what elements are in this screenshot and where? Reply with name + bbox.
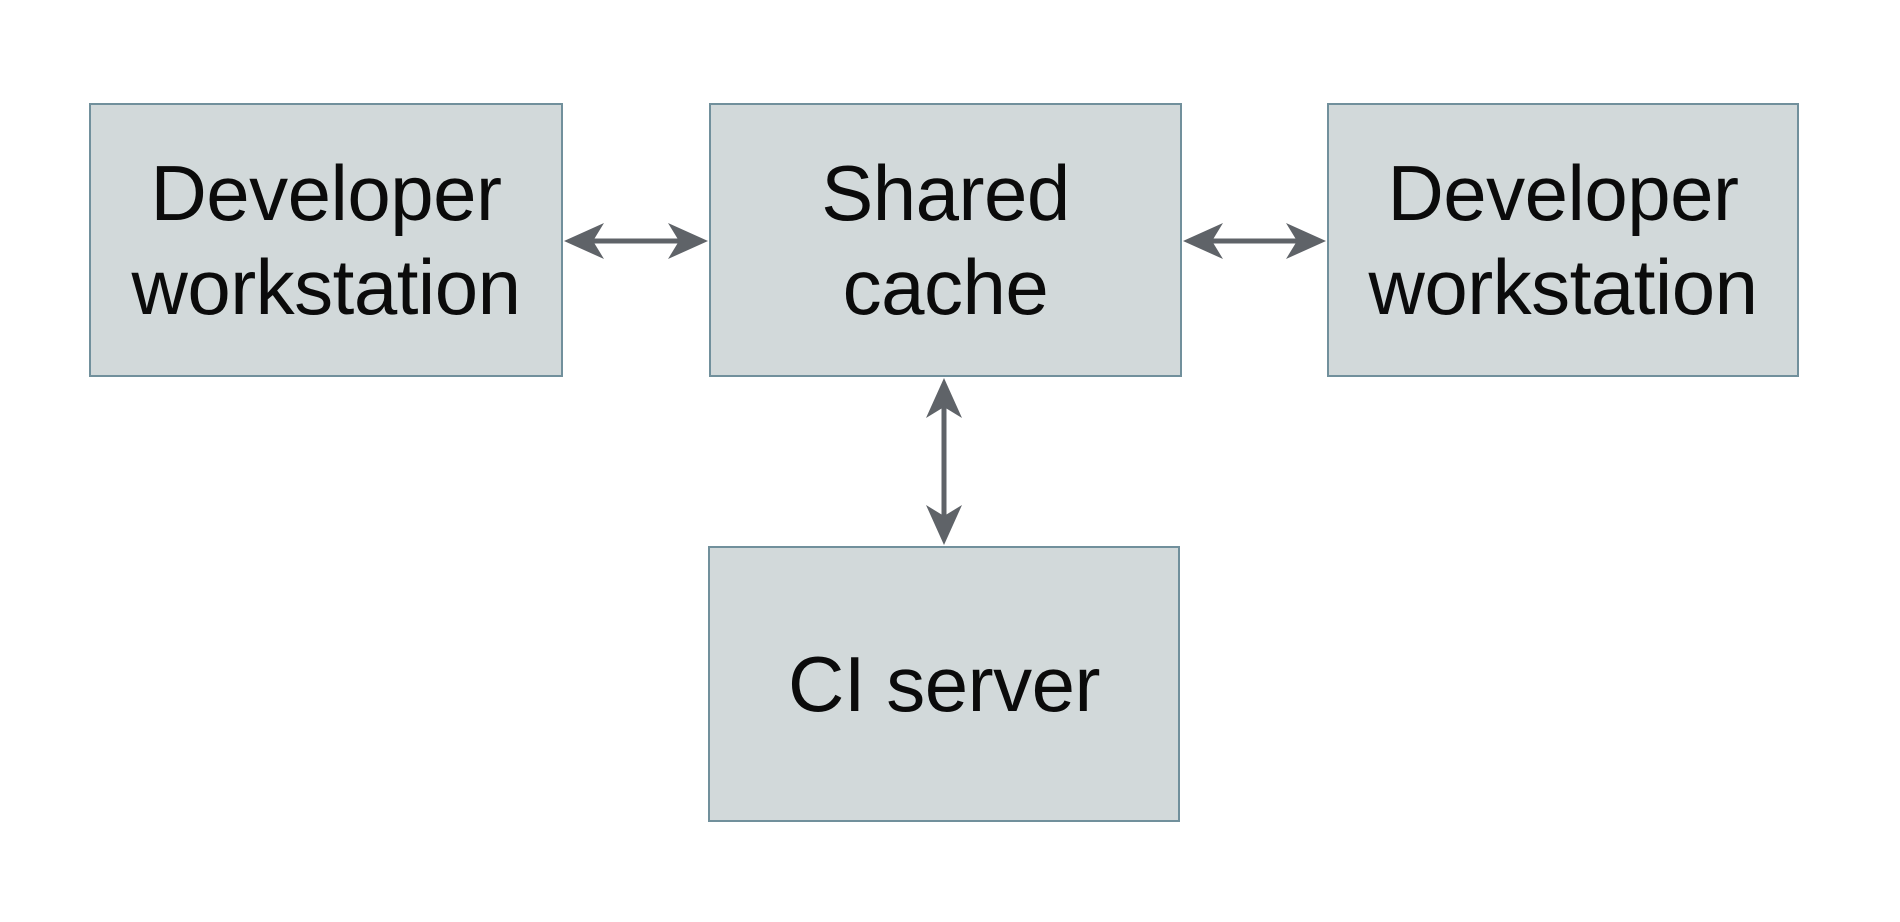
node-label-line: Shared bbox=[821, 149, 1070, 237]
node-label-line: Developer bbox=[150, 149, 502, 237]
node-label-line: workstation bbox=[1368, 243, 1759, 331]
bidirectional-arrow-left-icon bbox=[564, 223, 708, 259]
node-label-line: workstation bbox=[131, 243, 522, 331]
node-label-line: Developer bbox=[1387, 149, 1739, 237]
node-shared-cache: Shared cache bbox=[709, 103, 1182, 377]
node-label-line: CI server bbox=[788, 640, 1100, 728]
node-developer-workstation-left: Developer workstation bbox=[89, 103, 563, 377]
node-developer-workstation-right: Developer workstation bbox=[1327, 103, 1799, 377]
node-ci-server: CI server bbox=[708, 546, 1180, 822]
node-label-line: cache bbox=[842, 243, 1049, 331]
bidirectional-arrow-right-icon bbox=[1183, 223, 1326, 259]
bidirectional-arrow-down-icon bbox=[926, 378, 962, 545]
